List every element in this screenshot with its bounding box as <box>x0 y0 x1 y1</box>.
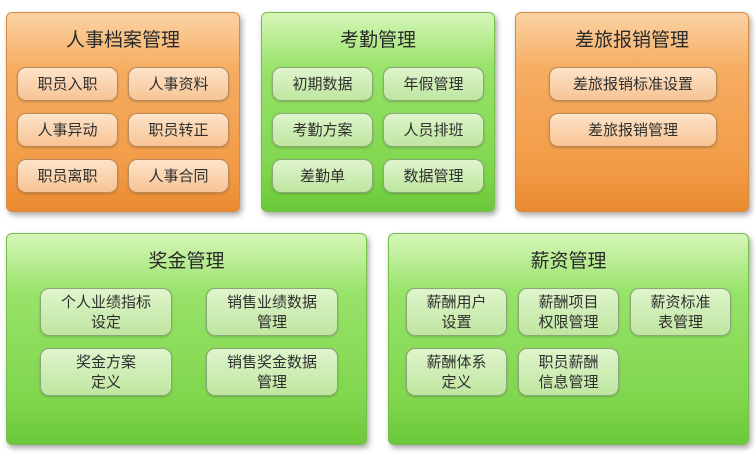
panel-salary: 薪资管理 薪酬用户 设置 薪酬项目 权限管理 薪资标准 表管理 薪酬体系 定义 … <box>388 233 749 445</box>
bonus-personal-kpi-button[interactable]: 个人业绩指标 设定 <box>40 288 172 336</box>
panel-hr-files: 人事档案管理 职员入职 人事资料 人事异动 职员转正 职员离职 人事合同 <box>6 12 240 212</box>
panel-bonus: 奖金管理 个人业绩指标 设定 销售业绩数据 管理 奖金方案 定义 销售奖金数据 … <box>6 233 367 445</box>
panel-title-attendance: 考勤管理 <box>339 29 416 51</box>
hr-contract-button[interactable]: 人事合同 <box>128 159 229 193</box>
attendance-scheduling-button[interactable]: 人员排班 <box>383 113 484 147</box>
travel-standard-settings-button[interactable]: 差旅报销标准设置 <box>549 67 717 101</box>
attendance-leave-form-button[interactable]: 差勤单 <box>272 159 373 193</box>
panel-title-bonus: 奖金管理 <box>148 250 225 272</box>
attendance-scheme-button[interactable]: 考勤方案 <box>272 113 373 147</box>
travel-expense-management-button[interactable]: 差旅报销管理 <box>549 113 717 147</box>
salary-employee-info-button[interactable]: 职员薪酬 信息管理 <box>518 348 619 396</box>
panel-title-travel-expense: 差旅报销管理 <box>574 29 689 51</box>
salary-user-settings-button[interactable]: 薪酬用户 设置 <box>406 288 507 336</box>
attendance-initial-data-button[interactable]: 初期数据 <box>272 67 373 101</box>
hr-onboarding-button[interactable]: 职员入职 <box>17 67 118 101</box>
bonus-sales-bonus-data-button[interactable]: 销售奖金数据 管理 <box>206 348 338 396</box>
panel-travel-expense: 差旅报销管理 差旅报销标准设置 差旅报销管理 <box>515 12 749 212</box>
attendance-annual-leave-button[interactable]: 年假管理 <box>383 67 484 101</box>
salary-standard-table-button[interactable]: 薪资标准 表管理 <box>630 288 731 336</box>
hr-transfer-button[interactable]: 人事异动 <box>17 113 118 147</box>
salary-item-permissions-button[interactable]: 薪酬项目 权限管理 <box>518 288 619 336</box>
hr-regularization-button[interactable]: 职员转正 <box>128 113 229 147</box>
hr-personnel-info-button[interactable]: 人事资料 <box>128 67 229 101</box>
hr-resignation-button[interactable]: 职员离职 <box>17 159 118 193</box>
bonus-scheme-button[interactable]: 奖金方案 定义 <box>40 348 172 396</box>
bonus-sales-performance-button[interactable]: 销售业绩数据 管理 <box>206 288 338 336</box>
panel-title-hr-files: 人事档案管理 <box>65 29 180 51</box>
panel-attendance: 考勤管理 初期数据 年假管理 考勤方案 人员排班 差勤单 数据管理 <box>261 12 495 212</box>
panel-title-salary: 薪资管理 <box>530 250 607 272</box>
salary-system-definition-button[interactable]: 薪酬体系 定义 <box>406 348 507 396</box>
attendance-data-management-button[interactable]: 数据管理 <box>383 159 484 193</box>
